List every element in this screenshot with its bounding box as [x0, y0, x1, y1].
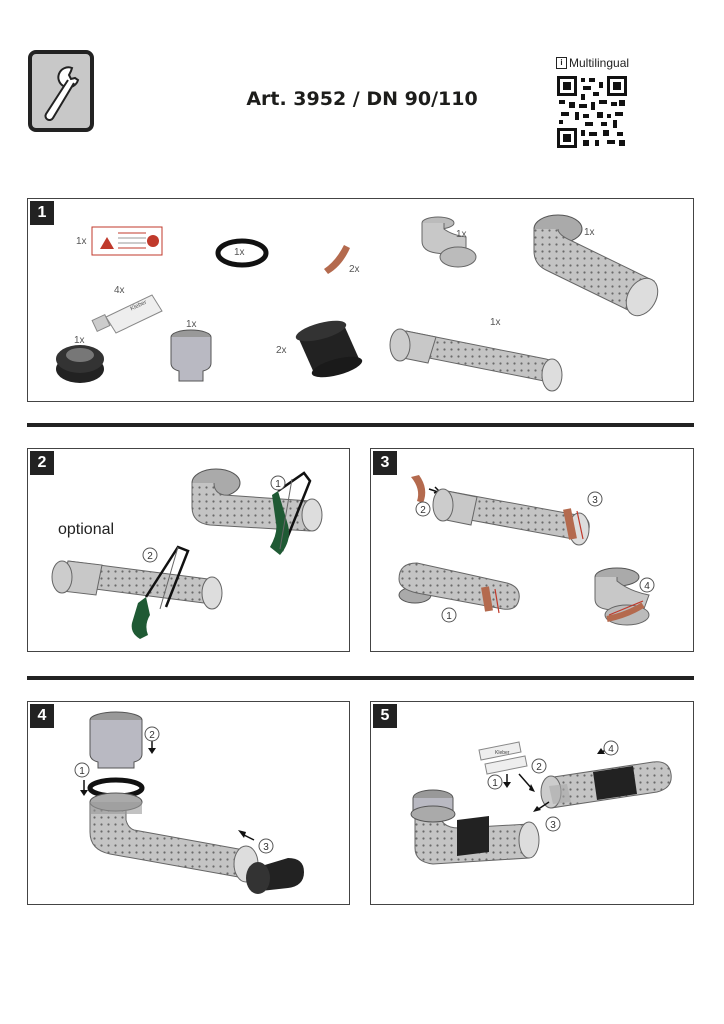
step5-callout-3: 3	[550, 820, 556, 831]
lip-seal	[56, 345, 104, 383]
elbow-qty: 1x	[456, 229, 467, 240]
qr-code[interactable]	[557, 76, 627, 148]
small-elbow	[421, 216, 477, 268]
step4-callout-3: 3	[263, 842, 269, 853]
step5-callout-1: 1	[492, 778, 498, 789]
step2-callout-1: 1	[275, 479, 281, 490]
step5-callout-4: 4	[608, 744, 614, 755]
step2-callout-2: 2	[147, 551, 153, 562]
step3-badge: 3	[373, 451, 397, 475]
step5-adhesive-label: Kleber	[495, 750, 510, 756]
step2-illustration: 1 2	[51, 468, 323, 639]
section-divider-2	[27, 676, 694, 680]
o-ring	[215, 238, 269, 268]
step1-parts-illustration	[56, 214, 659, 392]
long-elbow	[533, 214, 659, 317]
step3-panel: 3 2 3 1 4	[370, 448, 694, 652]
multilingual-label: i Multilingual	[556, 56, 629, 70]
step5-badge: 5	[373, 704, 397, 728]
step3-illustration: 2 3 1 4	[398, 475, 655, 626]
reducer	[170, 329, 212, 382]
optional-label: optional	[58, 521, 115, 538]
step4-callout-2: 2	[149, 730, 155, 741]
seal-qty: 1x	[74, 335, 85, 346]
section-divider-1	[27, 423, 694, 427]
oval-pipe	[389, 328, 563, 392]
step1-badge: 1	[30, 201, 54, 225]
adhesive-tube	[91, 294, 163, 334]
step5-panel: 5 Kleber 1 2 3	[370, 701, 694, 905]
multilingual-text: Multilingual	[569, 56, 630, 70]
sticker-qty: 1x	[76, 236, 87, 247]
step5-illustration: Kleber 1 2 3 4	[410, 740, 672, 865]
ring-qty: 1x	[234, 247, 245, 258]
warning-sticker	[91, 226, 163, 256]
long-elbow-qty: 1x	[584, 227, 595, 238]
step4-panel: 4 2 1 3	[27, 701, 350, 905]
step2-badge: 2	[30, 451, 54, 475]
step4-callout-1: 1	[79, 766, 85, 777]
wrench-icon	[28, 50, 94, 132]
pipe-qty: 1x	[490, 317, 501, 328]
page-title: Art. 3952 / DN 90/110	[246, 88, 478, 110]
step2-panel: 2 optional 1 2	[27, 448, 350, 652]
tape-strip	[324, 245, 350, 274]
adhesive-qty: 4x	[114, 285, 125, 296]
step3-callout-3: 3	[592, 495, 598, 506]
step3-callout-1: 1	[446, 611, 452, 622]
step4-badge: 4	[30, 704, 54, 728]
sleeve-qty: 2x	[276, 345, 287, 356]
step4-illustration: 2 1 3	[74, 711, 304, 894]
step1-panel: 1	[27, 198, 694, 402]
black-sleeve	[295, 320, 363, 378]
step5-callout-2: 2	[536, 762, 542, 773]
tape-qty: 2x	[349, 264, 360, 275]
step3-callout-4: 4	[644, 581, 650, 592]
document-icon: i	[556, 57, 567, 69]
step3-callout-2: 2	[420, 505, 426, 516]
reducer-qty: 1x	[186, 319, 197, 330]
